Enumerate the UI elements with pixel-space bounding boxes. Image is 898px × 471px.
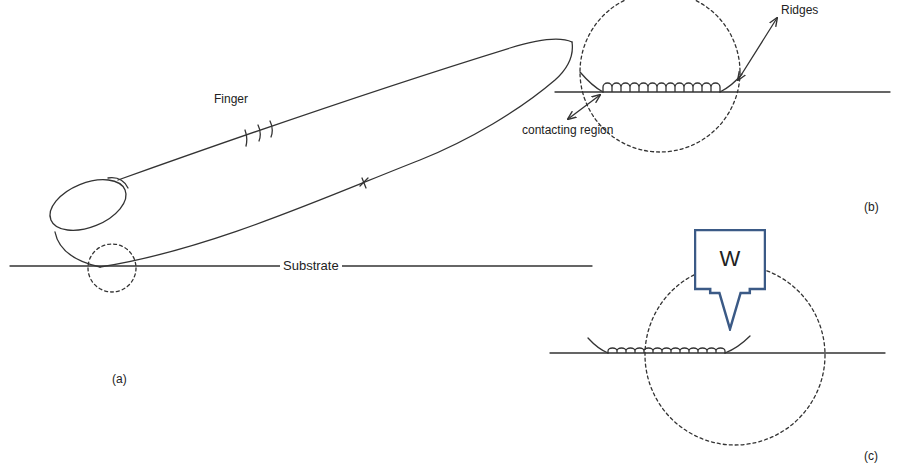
arrow-outline	[695, 230, 765, 329]
finger-outline	[720, 74, 742, 92]
skin-crease	[245, 121, 272, 146]
finger-tip	[55, 232, 100, 267]
part-label: Substrate	[280, 258, 342, 274]
leader-line	[738, 18, 777, 80]
panel-label: (b)	[864, 200, 879, 214]
nail-edge	[108, 178, 128, 188]
part-label: Finger	[214, 92, 248, 106]
load-arrow: W	[694, 229, 766, 331]
finger-outline	[588, 338, 608, 353]
skin-ridges	[603, 83, 720, 92]
load-symbol: W	[694, 229, 766, 272]
fingernail	[43, 170, 134, 241]
panel-label: (c)	[864, 449, 878, 463]
arrow-outline	[694, 229, 766, 331]
flattened-ridges	[608, 348, 725, 353]
skin-crease	[360, 178, 368, 188]
finger-outline	[580, 72, 603, 92]
substrate-line	[550, 352, 885, 353]
substrate-line	[555, 91, 890, 92]
finger-outline	[100, 42, 572, 267]
part-label: Ridges	[781, 3, 818, 17]
panel-label: (a)	[112, 372, 127, 386]
finger-outline	[725, 336, 750, 353]
finger-outline	[118, 39, 572, 180]
part-label: contacting region	[522, 123, 613, 137]
leader-line	[568, 95, 600, 119]
zoom-circle	[88, 244, 136, 292]
